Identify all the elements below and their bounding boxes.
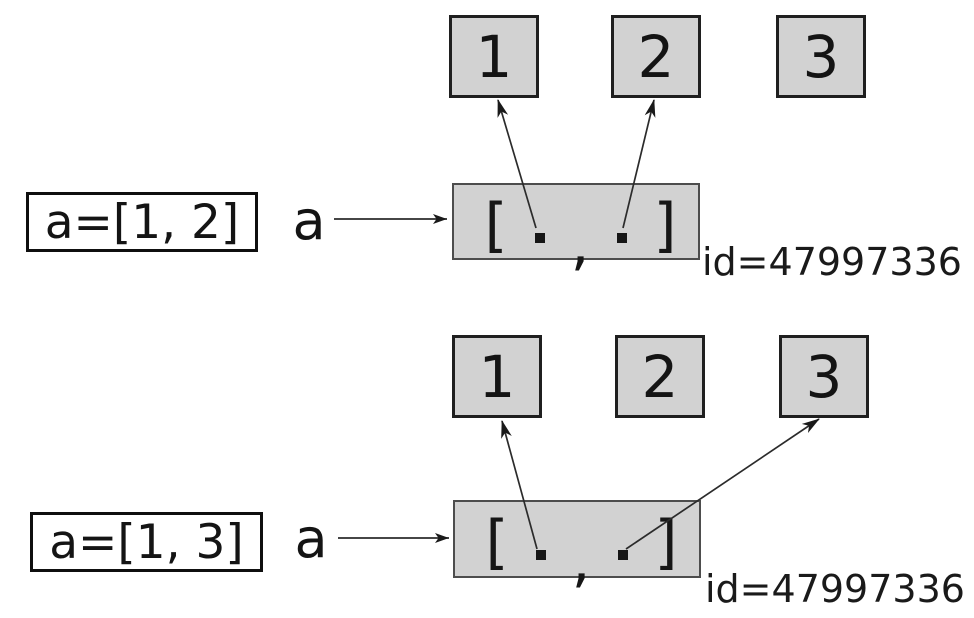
value-cell-1-top: 1 [449, 15, 539, 98]
bracket-close: ] [653, 190, 677, 260]
bracket-open: [ [485, 507, 509, 577]
assignment-box-bottom: a=[1, 3] [30, 512, 263, 572]
assignment-text-top: a=[1, 2] [44, 194, 240, 250]
list-slot-1-pointer-dot [617, 233, 627, 243]
assignment-box-top: a=[1, 2] [26, 192, 258, 252]
value-cell-2-top: 2 [611, 15, 701, 98]
variable-label-top: a [292, 189, 326, 252]
list-slot-0-pointer-dot [535, 233, 545, 243]
list-slot-1-pointer-dot [618, 550, 628, 560]
variable-label-bottom: a [294, 507, 328, 570]
value-cell-3-top: 3 [776, 15, 866, 98]
cell-value: 3 [802, 22, 840, 91]
bracket-close: ] [654, 507, 678, 577]
value-cell-3-bottom: 3 [779, 335, 869, 418]
value-cell-1-bottom: 1 [452, 335, 542, 418]
cell-value: 3 [805, 342, 843, 411]
comma: , [571, 525, 591, 595]
comma: , [570, 208, 590, 278]
cell-value: 1 [475, 22, 513, 91]
cell-value: 2 [641, 342, 679, 411]
bracket-open: [ [484, 190, 508, 260]
list-slot-0-pointer-dot [536, 550, 546, 560]
id-label-bottom: id=47997336 [705, 567, 965, 611]
cell-value: 1 [478, 342, 516, 411]
list-object-box-top: [ , ] [452, 183, 700, 273]
value-cell-2-bottom: 2 [615, 335, 705, 418]
assignment-text-bottom: a=[1, 3] [49, 514, 244, 570]
cell-value: 2 [637, 22, 675, 91]
list-object-box-bottom: [ , ] [453, 500, 701, 590]
id-label-top: id=47997336 [702, 240, 962, 284]
